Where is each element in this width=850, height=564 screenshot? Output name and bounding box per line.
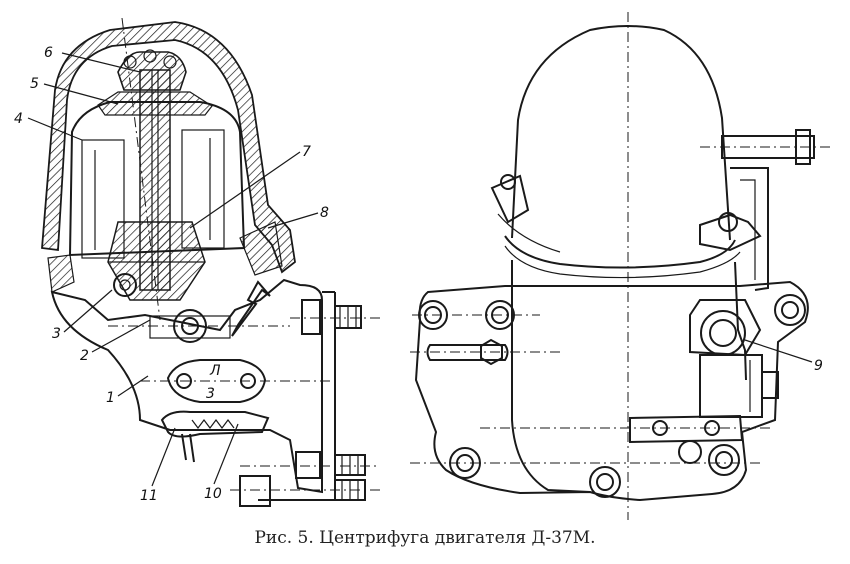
leader-lines bbox=[27, 52, 319, 487]
base-flange bbox=[47, 254, 75, 293]
section-view: Л 3 bbox=[14, 17, 380, 507]
base-flange-right bbox=[239, 221, 283, 276]
side-bracket bbox=[730, 167, 769, 291]
plate-mark-3: 3 bbox=[206, 386, 215, 402]
figure-caption: Рис. 5. Центрифуга двигателя Д-37М. bbox=[254, 528, 596, 548]
callout-11: 11 bbox=[140, 488, 158, 504]
cap-dome bbox=[511, 25, 731, 241]
callout-9: 9 bbox=[814, 358, 823, 374]
left-slot bbox=[426, 344, 509, 361]
lower-housing-right bbox=[734, 261, 747, 381]
lower-fitting bbox=[629, 414, 744, 444]
left-bracket bbox=[490, 174, 530, 224]
cap-outer-wall bbox=[41, 21, 296, 274]
valve-spring bbox=[191, 419, 235, 429]
side-bracket-inner bbox=[740, 179, 756, 280]
external-view: 9 bbox=[410, 12, 830, 520]
nut-boss-1 bbox=[123, 55, 137, 69]
valve-stem-b bbox=[189, 433, 195, 463]
valve-stem bbox=[181, 433, 187, 461]
callout-4: 4 bbox=[14, 111, 23, 127]
lower-cap-ball bbox=[678, 440, 702, 464]
stud-top bbox=[301, 299, 362, 335]
nut-boss-2 bbox=[143, 49, 157, 63]
valve-body bbox=[160, 410, 270, 438]
plate-mark-l: Л bbox=[209, 363, 221, 379]
oil-flow-arrow bbox=[231, 280, 271, 337]
clamp-screw-head bbox=[718, 212, 738, 232]
callout-1: 1 bbox=[106, 390, 115, 406]
valve-box-cap bbox=[761, 371, 779, 399]
cap-rim bbox=[504, 235, 736, 269]
hub-bolt-body bbox=[149, 315, 231, 339]
rotor-cavity-right bbox=[181, 129, 225, 249]
lower-fitting-nut-a bbox=[652, 420, 668, 436]
bearing-hub bbox=[107, 221, 206, 301]
rotor-top-cover bbox=[97, 91, 213, 116]
stud-middle bbox=[295, 451, 366, 479]
plate-bolts bbox=[418, 294, 806, 498]
callout-6: 6 bbox=[44, 45, 53, 61]
cap-rim-b bbox=[504, 245, 741, 279]
clamp-screw bbox=[699, 213, 762, 252]
drain-nut bbox=[480, 338, 503, 366]
leader-9 bbox=[744, 339, 813, 363]
side-boss-inner bbox=[709, 319, 737, 347]
plate-bolt-left bbox=[176, 373, 192, 389]
callout-8: 8 bbox=[320, 205, 329, 221]
housing-body bbox=[50, 278, 323, 494]
stud-bottom bbox=[239, 475, 366, 507]
cap-nut bbox=[117, 51, 187, 91]
valve-box bbox=[699, 354, 763, 418]
left-bracket-screw bbox=[500, 174, 516, 190]
nut-boss-3 bbox=[163, 55, 177, 69]
lower-fitting-nut-b bbox=[704, 420, 720, 436]
callout-2: 2 bbox=[80, 348, 89, 364]
left-bracket-band bbox=[497, 213, 561, 253]
callout-10: 10 bbox=[204, 486, 222, 502]
oval-plate bbox=[166, 359, 267, 403]
rotor-cavity-left bbox=[81, 139, 125, 259]
callout-3: 3 bbox=[52, 326, 61, 342]
callout-5: 5 bbox=[30, 76, 39, 92]
drain-hole-inner bbox=[119, 279, 131, 291]
drain-hole bbox=[113, 273, 137, 297]
side-boss-body bbox=[689, 299, 762, 357]
lower-housing bbox=[511, 260, 591, 493]
callout-7: 7 bbox=[302, 144, 311, 160]
